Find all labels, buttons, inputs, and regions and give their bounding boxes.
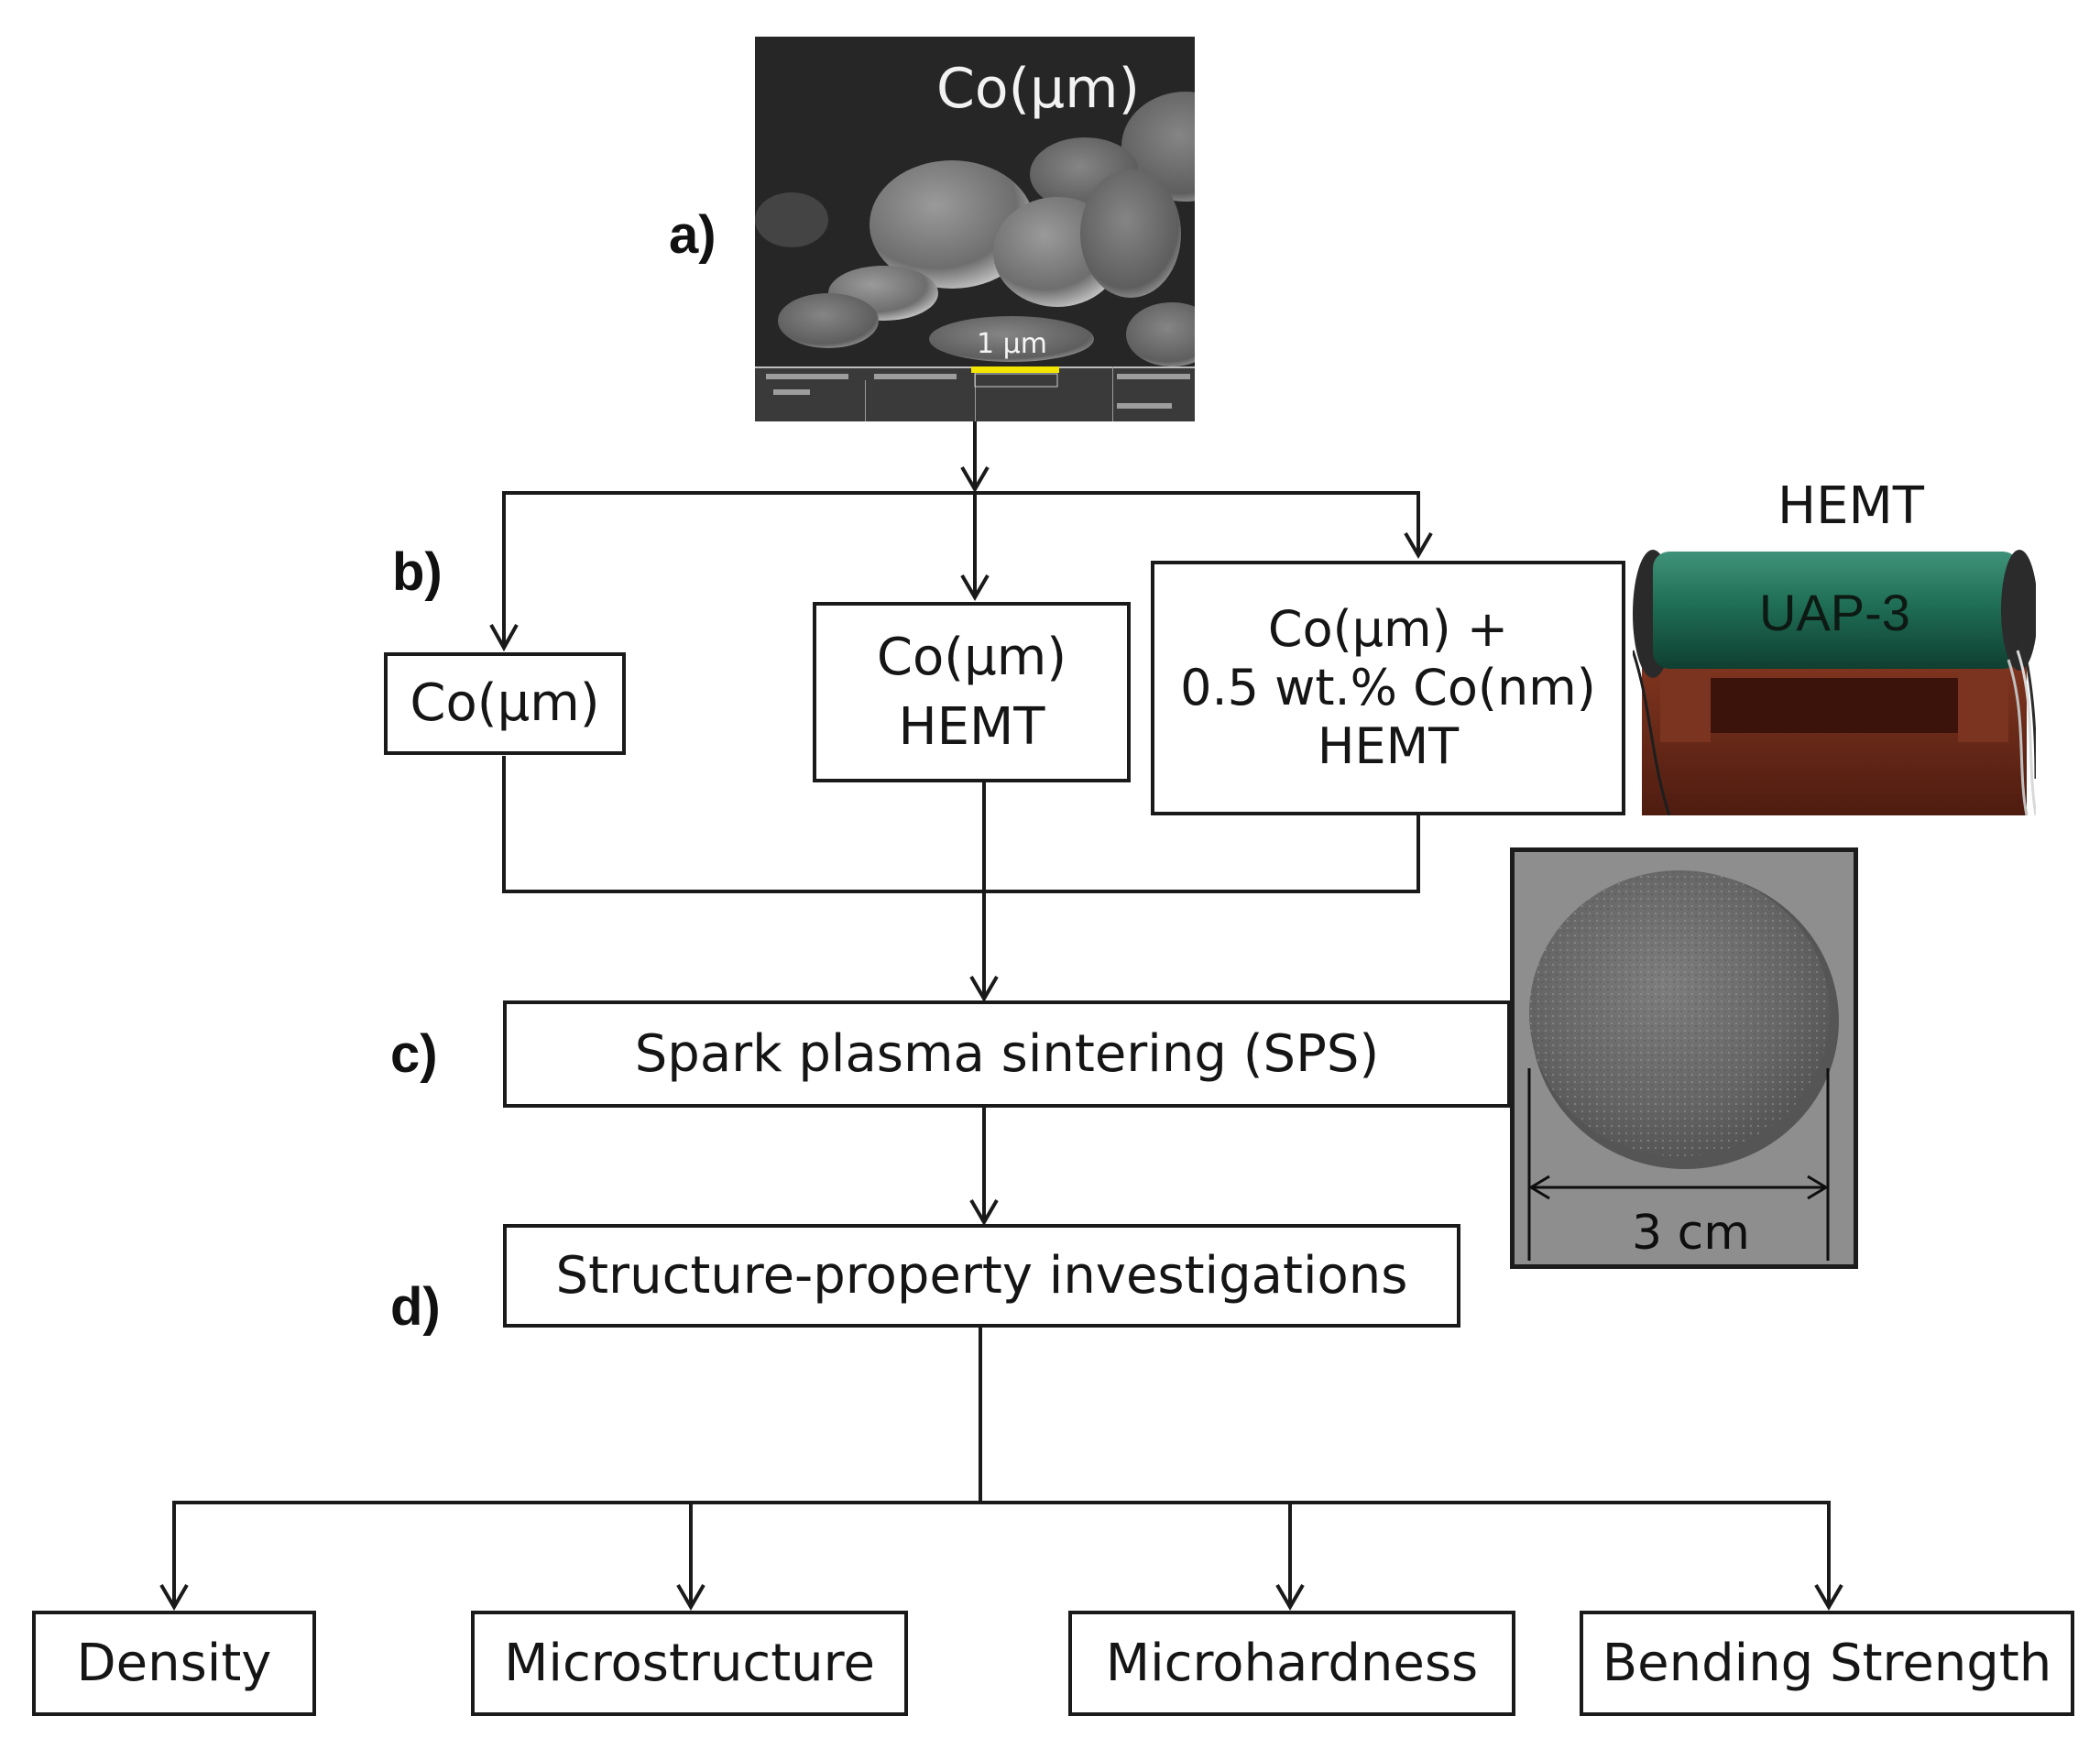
sintered-sample-photo: 3 cm: [1510, 847, 1858, 1269]
arrowhead-box3: [1404, 531, 1433, 559]
arrowhead-bending: [1814, 1583, 1843, 1611]
material-box-co-um: Co(μm): [384, 652, 626, 755]
hemt-device-label: UAP-3: [1759, 584, 1910, 641]
panel-label-b: b): [392, 542, 443, 602]
sem-scale-label: 1 μm: [977, 328, 1047, 360]
output-box-microhardness: Microhardness: [1068, 1611, 1515, 1716]
sintered-sample-drawing: [1515, 852, 1854, 1264]
arrowhead-microstructure: [676, 1583, 705, 1611]
material-box-co-um-hemt-line2: HEMT: [898, 696, 1045, 757]
sem-micrograph: Co(μm) 1 μm: [755, 37, 1195, 421]
sample-dimension-label: 3 cm: [1632, 1206, 1750, 1261]
output-box-bending-strength-label: Bending Strength: [1602, 1633, 2052, 1693]
hemt-caption: HEMT: [1777, 476, 1925, 536]
material-box-co-um-hemt: Co(μm) HEMT: [813, 602, 1131, 782]
material-box-co-nm-hemt-line1: Co(μm) +: [1267, 600, 1509, 658]
sem-particles: [755, 37, 1195, 421]
material-box-co-nm-hemt-line3: HEMT: [1317, 717, 1460, 775]
arrowhead-sps: [969, 975, 999, 1002]
output-box-microstructure-label: Microstructure: [504, 1633, 875, 1693]
panel-label-d: d): [390, 1277, 441, 1337]
process-box-sps-label: Spark plasma sintering (SPS): [634, 1023, 1380, 1084]
arrowhead-box1: [489, 624, 519, 652]
hemt-device-photo: UAP-3: [1633, 541, 2036, 815]
output-box-bending-strength: Bending Strength: [1580, 1611, 2074, 1716]
output-box-microstructure: Microstructure: [471, 1611, 908, 1716]
arrowhead-density: [159, 1583, 189, 1611]
panel-label-a: a): [669, 205, 716, 265]
hemt-device-drawing: [1633, 541, 2036, 815]
material-box-co-um-hemt-line1: Co(μm): [876, 627, 1067, 687]
output-box-density: Density: [32, 1611, 316, 1716]
process-box-sps: Spark plasma sintering (SPS): [503, 1000, 1511, 1108]
arrowhead-box2: [960, 574, 990, 601]
output-box-density-label: Density: [76, 1633, 272, 1693]
process-box-investigations-label: Structure-property investigations: [555, 1245, 1408, 1306]
process-box-investigations: Structure-property investigations: [503, 1224, 1460, 1328]
material-box-co-nm-hemt: Co(μm) + 0.5 wt.% Co(nm) HEMT: [1151, 561, 1625, 815]
material-box-co-um-label: Co(μm): [410, 673, 600, 733]
arrowhead-microhardness: [1275, 1583, 1305, 1611]
panel-label-c: c): [390, 1024, 438, 1084]
output-box-microhardness-label: Microhardness: [1105, 1633, 1479, 1693]
material-box-co-nm-hemt-line2: 0.5 wt.% Co(nm): [1180, 659, 1596, 716]
sem-scale-bar: [971, 366, 1059, 373]
arrowhead-sem-down: [960, 465, 990, 493]
sem-title: Co(μm): [936, 57, 1141, 121]
arrowhead-investigations: [969, 1198, 999, 1226]
